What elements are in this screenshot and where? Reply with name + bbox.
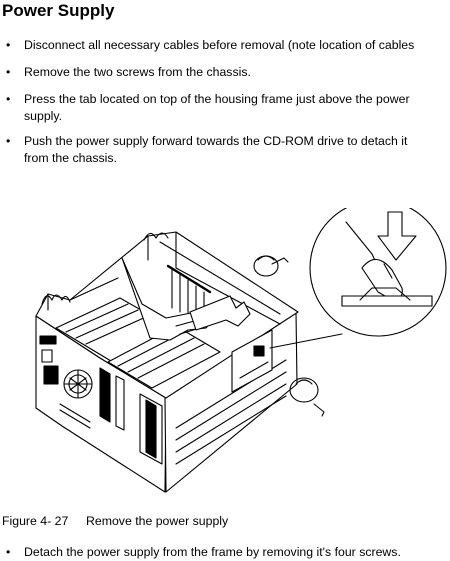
- bullet-icon: •: [6, 134, 11, 148]
- bullet-icon: •: [6, 38, 11, 52]
- step-text: Disconnect all necessary cables before r…: [24, 38, 415, 52]
- power-supply-removal-drawing: [35, 199, 447, 493]
- figure-label: Figure 4- 27: [2, 514, 69, 528]
- step-text: Remove the two screws from the chassis.: [24, 65, 251, 79]
- bullet-icon: •: [6, 65, 11, 79]
- step-text: Detach the power supply from the frame b…: [24, 545, 401, 559]
- figure-illustration: [0, 199, 450, 498]
- bullet-icon: •: [6, 92, 11, 106]
- figure-caption: Figure 4- 27 Remove the power supply: [2, 513, 228, 530]
- step-text: Press the tab located on top of the hous…: [24, 92, 410, 123]
- figure-caption-text: Remove the power supply: [86, 514, 229, 528]
- bullet-icon: •: [6, 545, 11, 559]
- step-text: Push the power supply forward towards th…: [24, 134, 408, 165]
- page-title: Power Supply: [2, 1, 115, 20]
